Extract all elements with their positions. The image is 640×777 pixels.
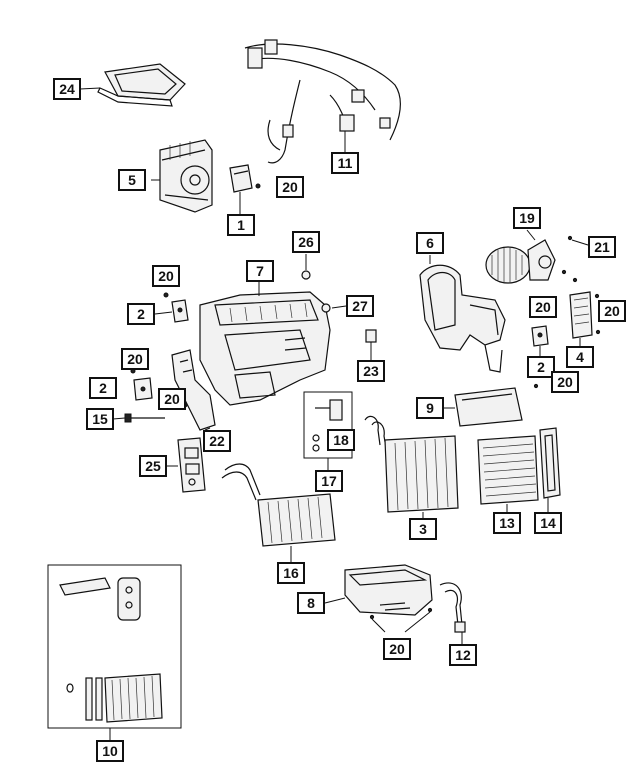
part-1-module [229, 164, 253, 193]
part-25-gasket [177, 437, 206, 493]
part-7-hvac-housing [199, 291, 331, 406]
part-12-drain-hose [439, 582, 466, 633]
callout-20[interactable]: 20 [529, 296, 557, 318]
part-2-actuator-lower [133, 377, 153, 401]
callout-26[interactable]: 26 [292, 231, 320, 253]
part-4-resistor [569, 291, 593, 339]
callout-15[interactable]: 15 [86, 408, 114, 430]
part-2-actuator-upper [171, 299, 189, 323]
callout-6[interactable]: 6 [416, 232, 444, 254]
callout-20[interactable]: 20 [598, 300, 626, 322]
callout-10[interactable]: 10 [96, 740, 124, 762]
callout-18[interactable]: 18 [327, 429, 355, 451]
callout-2[interactable]: 2 [127, 303, 155, 325]
callout-20[interactable]: 20 [383, 638, 411, 660]
part-14-filter-frame [539, 427, 561, 499]
part-11-wiring-harness [244, 39, 402, 164]
part-22-duct [171, 349, 216, 431]
callout-23[interactable]: 23 [357, 360, 385, 382]
part-18-expansion-valve [312, 399, 343, 452]
callout-9[interactable]: 9 [416, 397, 444, 419]
callout-24[interactable]: 24 [53, 78, 81, 100]
part-9-filter-door [454, 387, 523, 427]
part-24-seal [97, 63, 186, 107]
callout-3[interactable]: 3 [409, 518, 437, 540]
callout-4[interactable]: 4 [566, 346, 594, 368]
callout-20[interactable]: 20 [158, 388, 186, 410]
group-10-frame [47, 564, 182, 729]
part-8-lower-case [344, 564, 433, 616]
callout-8[interactable]: 8 [297, 592, 325, 614]
part-19-blower-motor [485, 239, 556, 284]
callout-7[interactable]: 7 [246, 260, 274, 282]
part-26-grommet [301, 270, 311, 280]
part-13-cabin-filter [477, 435, 539, 505]
callout-1[interactable]: 1 [227, 214, 255, 236]
part-5-blower-housing [159, 139, 213, 213]
callout-2[interactable]: 2 [89, 377, 117, 399]
callout-17[interactable]: 17 [315, 470, 343, 492]
callout-25[interactable]: 25 [139, 455, 167, 477]
callout-20[interactable]: 20 [551, 371, 579, 393]
callout-11[interactable]: 11 [331, 152, 359, 174]
callout-16[interactable]: 16 [277, 562, 305, 584]
part-10-kit-contents [59, 577, 163, 723]
part-15-bolt [124, 413, 165, 423]
callout-14[interactable]: 14 [534, 512, 562, 534]
callout-27[interactable]: 27 [346, 295, 374, 317]
callout-5[interactable]: 5 [118, 169, 146, 191]
callout-19[interactable]: 19 [513, 207, 541, 229]
callout-21[interactable]: 21 [588, 236, 616, 258]
callout-13[interactable]: 13 [493, 512, 521, 534]
part-3-evaporator [364, 415, 459, 513]
callout-20[interactable]: 20 [152, 265, 180, 287]
callout-2[interactable]: 2 [527, 356, 555, 378]
callout-22[interactable]: 22 [203, 430, 231, 452]
callout-12[interactable]: 12 [449, 644, 477, 666]
part-27-clip [321, 303, 331, 313]
part-16-heater-core [221, 463, 336, 547]
part-23-connector [365, 329, 377, 343]
callout-20[interactable]: 20 [121, 348, 149, 370]
part-6-blower-duct [419, 264, 506, 373]
callout-20[interactable]: 20 [276, 176, 304, 198]
part-2-actuator-right [531, 325, 549, 347]
